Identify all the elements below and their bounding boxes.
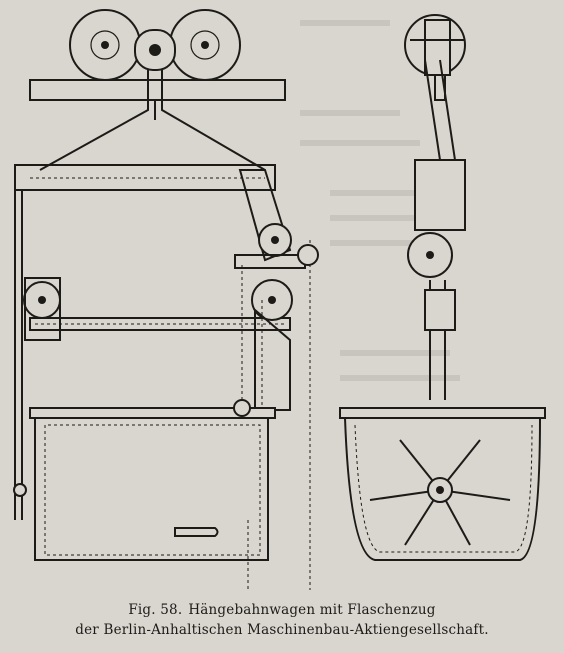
- background-text-bleed: [300, 20, 460, 381]
- technical-drawing: [13, 9, 546, 590]
- front-view-trolley: [29, 9, 286, 171]
- rail-beam: [29, 79, 286, 101]
- figure-caption: Fig. 58. Hängebahnwagen mit Flaschenzug d…: [0, 600, 564, 640]
- front-view-frame: [14, 164, 306, 520]
- figure-number: Fig. 58.: [128, 602, 183, 618]
- star-wheel: [369, 439, 511, 546]
- hand-chain-wheel: [297, 244, 319, 266]
- front-view-bucket: [13, 399, 276, 561]
- caption-title: Hängebahnwagen mit Flaschenzug: [188, 602, 436, 618]
- caption-line-2: der Berlin-Anhaltischen Maschinenbau-Akt…: [75, 622, 489, 638]
- side-view: [339, 14, 546, 561]
- bucket-handle: [174, 527, 219, 537]
- front-view-chains: [241, 240, 319, 590]
- caption-line-1: Fig. 58. Hängebahnwagen mit Flaschenzug: [0, 600, 564, 620]
